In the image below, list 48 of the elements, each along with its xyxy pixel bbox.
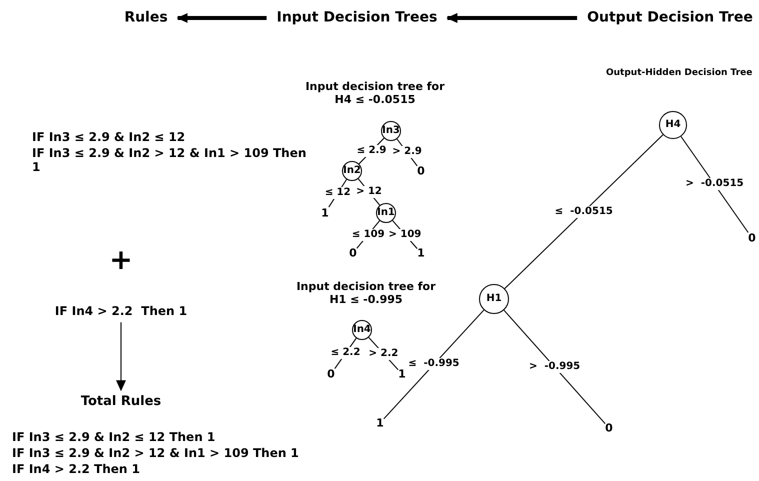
edge-label: > 2.9: [391, 146, 423, 158]
edge-label: ≤ -0.995: [407, 358, 460, 370]
edge-label: > 109: [388, 228, 422, 241]
edge-label: ≤ 2.2: [330, 347, 362, 360]
leaf-value: 1: [376, 416, 384, 430]
rule-text: IF In4 > 2.2 Then 1: [12, 462, 141, 476]
edge-label: ≤ 2.9: [356, 145, 388, 157]
tree-node-circle: In4: [352, 320, 372, 340]
arrow: [176, 13, 267, 23]
leaf-value: 0: [349, 246, 357, 260]
tree-title: Input decision tree for H4 ≤ -0.0515: [305, 80, 445, 106]
leaf-value: 0: [605, 421, 613, 435]
edge-label: ≤ 12: [324, 187, 352, 200]
arrow: [446, 13, 578, 23]
rule-text: Total Rules: [80, 394, 162, 410]
edge-label: > -0.995: [528, 360, 582, 373]
tree-node-circle: H4: [659, 111, 687, 139]
tree-node-circle: In3: [381, 121, 401, 141]
rule-text: IF In3 ≤ 2.9 & In2 > 12 & In1 > 109 Then 1: [32, 146, 308, 175]
plus-sign: +: [108, 243, 134, 277]
leaf-value: 0: [327, 367, 335, 381]
edge-label: ≤ -0.0515: [554, 206, 614, 218]
rule-text: IF In3 ≤ 2.9 & In2 ≤ 12 Then 1: [12, 430, 216, 444]
rule-text: IF In3 ≤ 2.9 & In2 > 12 & In1 > 109 Then 1: [12, 446, 300, 460]
leaf-value: 0: [748, 231, 756, 245]
branch-line: [503, 310, 606, 424]
arrow: [116, 322, 126, 392]
edge-label: > 2.2: [368, 348, 400, 360]
leaf-value: 0: [417, 164, 425, 178]
tree-node-circle: H1: [479, 284, 509, 314]
rule-text: IF In3 ≤ 2.9 & In2 ≤ 12: [32, 130, 186, 144]
branch-line: [680, 136, 749, 234]
edge-label: > 12: [355, 186, 383, 198]
branch-line: [383, 310, 484, 420]
section-heading: Rules: [124, 10, 168, 26]
edge-label: > -0.0515: [684, 178, 745, 190]
tree-title: Output-Hidden Decision Tree: [606, 68, 754, 79]
branch-line: [504, 134, 664, 290]
leaf-value: 1: [417, 246, 425, 260]
rule-text: IF In4 > 2.2 Then 1: [54, 304, 188, 318]
section-heading: Output Decision Tree: [587, 10, 753, 26]
leaf-value: 1: [398, 367, 406, 381]
edge-label: ≤ 109: [350, 228, 386, 241]
tree-node-circle: In2: [342, 161, 362, 181]
tree-node-circle: In1: [376, 203, 396, 223]
leaf-value: 1: [321, 206, 329, 220]
section-heading: Input Decision Trees: [276, 10, 438, 26]
tree-title: Input decision tree for H1 ≤ -0.995: [296, 280, 436, 306]
